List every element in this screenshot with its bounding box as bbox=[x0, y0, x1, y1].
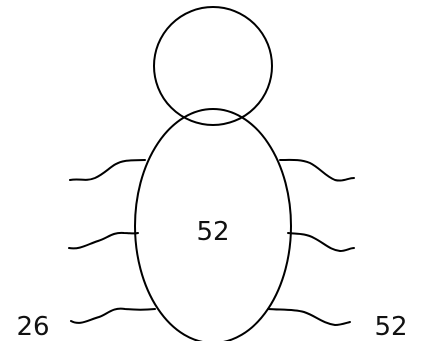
leg-left-top bbox=[70, 160, 145, 180]
head-circle bbox=[154, 7, 272, 125]
leg-left-bottom bbox=[71, 309, 155, 323]
right-value-label: 52 bbox=[374, 312, 407, 341]
leg-right-bottom bbox=[268, 309, 350, 325]
leg-left-middle bbox=[69, 233, 138, 249]
body-value-label: 52 bbox=[196, 217, 229, 247]
leg-right-top bbox=[280, 160, 354, 181]
leg-right-middle bbox=[288, 233, 354, 251]
left-value-label: 26 bbox=[16, 312, 49, 341]
